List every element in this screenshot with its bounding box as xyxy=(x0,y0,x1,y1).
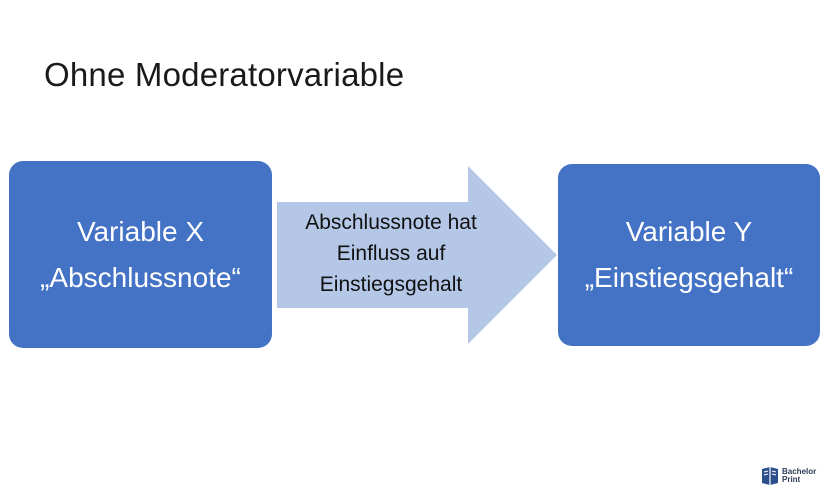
arrow-shape xyxy=(277,166,557,344)
variable-x-box: Variable X „Abschlussnote“ xyxy=(9,161,272,348)
influence-arrow: Abschlussnote hat Einfluss auf Einstiegs… xyxy=(277,166,557,344)
logo-text-line1: Bachelor xyxy=(782,467,817,476)
variable-y-box: Variable Y „Einstiegsgehalt“ xyxy=(558,164,820,346)
arrow-text-line2: Einfluss auf xyxy=(336,242,446,265)
arrow-text-line3: Einstiegsgehalt xyxy=(319,273,463,296)
variable-y-label: Variable Y xyxy=(625,216,753,247)
arrow-text-line1: Abschlussnote hat xyxy=(305,211,477,234)
slide-title: Ohne Moderatorvariable xyxy=(44,56,405,93)
bachelorprint-logo: Bachelor Print xyxy=(761,466,816,486)
book-logo-icon xyxy=(762,467,778,485)
variable-y-name: „Einstiegsgehalt“ xyxy=(584,262,794,293)
arrow-text: Abschlussnote hat Einfluss auf Einstiegs… xyxy=(277,207,505,300)
logo-text-line2: Print xyxy=(782,475,801,484)
variable-x-label: Variable X xyxy=(76,215,205,247)
variable-x-name: „Abschlussnote“ xyxy=(40,261,241,293)
